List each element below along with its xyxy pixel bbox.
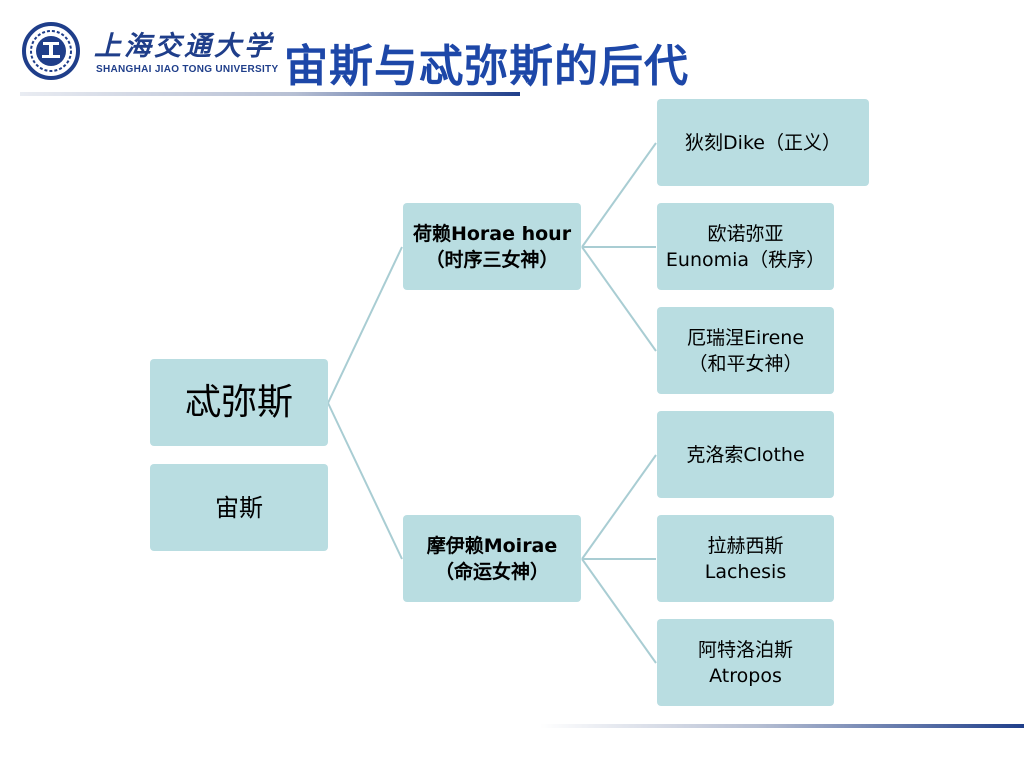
group-node-horae: 荷赖Horae hour （时序三女神） xyxy=(403,203,581,290)
leaf-node-atropos: 阿特洛泊斯 Atropos xyxy=(657,619,834,706)
leaf-node-dike: 狄刻Dike（正义） xyxy=(657,99,869,186)
connector-moirae-to-atropos xyxy=(581,558,657,664)
spouse-node-label: 宙斯 xyxy=(215,493,263,522)
spouse-node: 宙斯 xyxy=(150,464,328,551)
footer-divider xyxy=(540,724,1024,728)
group-node-moirae: 摩伊赖Moirae （命运女神） xyxy=(403,515,581,602)
logo-chinese-name: 上海交通大学 xyxy=(94,31,274,62)
leaf-node-label: 欧诺弥亚 Eunomia（秩序） xyxy=(665,222,826,271)
page-title: 宙斯与忒弥斯的后代 xyxy=(284,41,689,92)
leaf-node-lachesis: 拉赫西斯 Lachesis xyxy=(657,515,834,602)
connector-root-to-horae xyxy=(327,246,403,404)
connector-horae-to-eirene xyxy=(581,246,657,352)
university-seal-icon xyxy=(22,22,80,80)
connector-horae-to-dike xyxy=(581,142,657,248)
group-node-label: 摩伊赖Moirae （命运女神） xyxy=(426,534,558,583)
leaf-node-eirene: 厄瑞涅Eirene （和平女神） xyxy=(657,307,834,394)
leaf-node-label: 厄瑞涅Eirene （和平女神） xyxy=(686,326,805,375)
logo-english-name: SHANGHAI JIAO TONG UNIVERSITY xyxy=(96,64,279,75)
group-node-label: 荷赖Horae hour （时序三女神） xyxy=(412,222,572,271)
university-logo: 上海交通大学 SHANGHAI JIAO TONG UNIVERSITY xyxy=(22,22,278,84)
root-node-label: 忒弥斯 xyxy=(184,381,293,423)
connector-root-to-moirae xyxy=(327,402,403,560)
leaf-node-label: 克洛索Clothe xyxy=(686,443,805,466)
leaf-node-label: 狄刻Dike（正义） xyxy=(685,131,841,154)
header-divider xyxy=(20,92,520,96)
leaf-node-label: 拉赫西斯 Lachesis xyxy=(704,534,787,583)
leaf-node-label: 阿特洛泊斯 Atropos xyxy=(697,638,793,687)
root-node: 忒弥斯 xyxy=(150,359,328,446)
connector-moirae-to-clothe xyxy=(581,454,657,560)
leaf-node-eunomia: 欧诺弥亚 Eunomia（秩序） xyxy=(657,203,834,290)
leaf-node-clothe: 克洛索Clothe xyxy=(657,411,834,498)
